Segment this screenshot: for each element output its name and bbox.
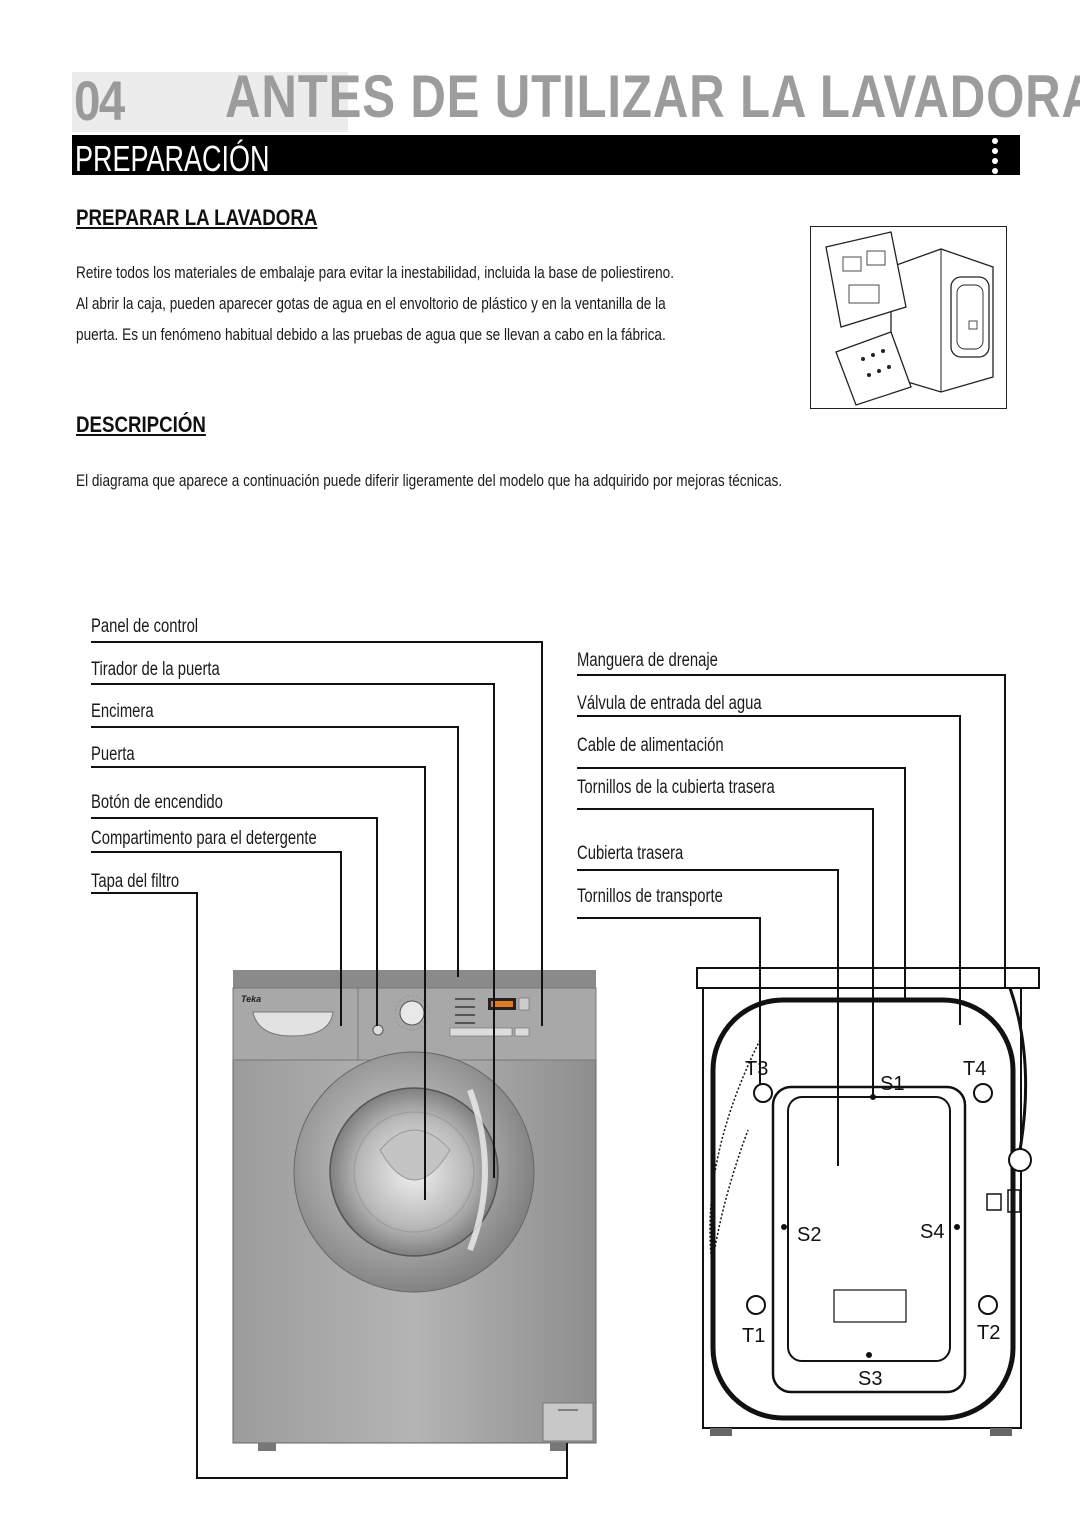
mark-t1: T1 bbox=[742, 1325, 765, 1347]
label-boton-encendido: Botón de encendido bbox=[91, 792, 223, 813]
brand-logo: Teka bbox=[241, 994, 261, 1004]
section-bar-title: PREPARACIÓN bbox=[75, 138, 270, 179]
rear-plate bbox=[833, 1289, 907, 1323]
bolt-t1 bbox=[746, 1295, 766, 1315]
detergent-drawer bbox=[252, 1011, 334, 1037]
door-handle bbox=[467, 1088, 488, 1252]
bolt-t4 bbox=[973, 1083, 993, 1103]
mark-s1: S1 bbox=[880, 1073, 904, 1095]
label-cubierta-trasera: Cubierta trasera bbox=[577, 843, 684, 864]
unpacking-illustration bbox=[810, 226, 1007, 409]
section-bar bbox=[72, 135, 1020, 175]
filter-cover bbox=[542, 1402, 594, 1442]
mark-t3: T3 bbox=[745, 1058, 768, 1080]
screw-s2 bbox=[781, 1224, 787, 1230]
label-manguera-drenaje: Manguera de drenaje bbox=[577, 650, 718, 671]
mark-s3: S3 bbox=[858, 1368, 882, 1390]
screw-s4 bbox=[954, 1224, 960, 1230]
program-knob bbox=[399, 1000, 425, 1026]
label-tirador-puerta: Tirador de la puerta bbox=[91, 659, 220, 680]
water-inlet bbox=[986, 1193, 1002, 1211]
label-compartimento-detergente: Compartimento para el detergente bbox=[91, 828, 317, 849]
mark-t4: T4 bbox=[963, 1058, 986, 1080]
bolt-t2 bbox=[978, 1295, 998, 1315]
chapter-number: 04 bbox=[74, 69, 125, 132]
screw-s3 bbox=[866, 1352, 872, 1358]
power-cord bbox=[709, 1039, 761, 1266]
dots-icon bbox=[990, 135, 1000, 175]
prep-line-1: Retire todos los materiales de embalaje … bbox=[76, 263, 674, 282]
label-tornillos-cubierta: Tornillos de la cubierta trasera bbox=[577, 777, 775, 798]
mark-s2: S2 bbox=[797, 1224, 821, 1246]
washer-top bbox=[233, 970, 596, 990]
chapter-title: ANTES DE UTILIZAR LA LAVADORA bbox=[225, 63, 1080, 130]
power-icon bbox=[372, 1024, 384, 1036]
mark-t2: T2 bbox=[977, 1322, 1000, 1344]
label-panel-de-control: Panel de control bbox=[91, 616, 199, 637]
prep-line-2: Al abrir la caja, pueden aparecer gotas … bbox=[76, 294, 666, 313]
prep-line-3: puerta. Es un fenómeno habitual debido a… bbox=[76, 325, 666, 344]
drain-hose bbox=[1008, 987, 1028, 1151]
label-valvula-entrada: Válvula de entrada del agua bbox=[577, 693, 762, 714]
rear-washer bbox=[696, 967, 1040, 1436]
front-washer: Teka bbox=[232, 970, 597, 1451]
desc-heading: DESCRIPCIÓN bbox=[76, 412, 206, 437]
desc-text: El diagrama que aparece a continuación p… bbox=[76, 471, 783, 490]
label-tornillos-transporte: Tornillos de transporte bbox=[577, 886, 723, 907]
label-puerta: Puerta bbox=[91, 744, 135, 765]
prep-heading: PREPARAR LA LAVADORA bbox=[76, 205, 318, 230]
header-shade bbox=[72, 72, 348, 132]
bolt-t3 bbox=[753, 1083, 773, 1103]
mark-s4: S4 bbox=[920, 1221, 944, 1243]
label-cable-alimentacion: Cable de alimentación bbox=[577, 735, 724, 756]
function-buttons bbox=[449, 1027, 513, 1037]
label-encimera: Encimera bbox=[91, 701, 154, 722]
label-tapa-filtro: Tapa del filtro bbox=[91, 871, 180, 892]
